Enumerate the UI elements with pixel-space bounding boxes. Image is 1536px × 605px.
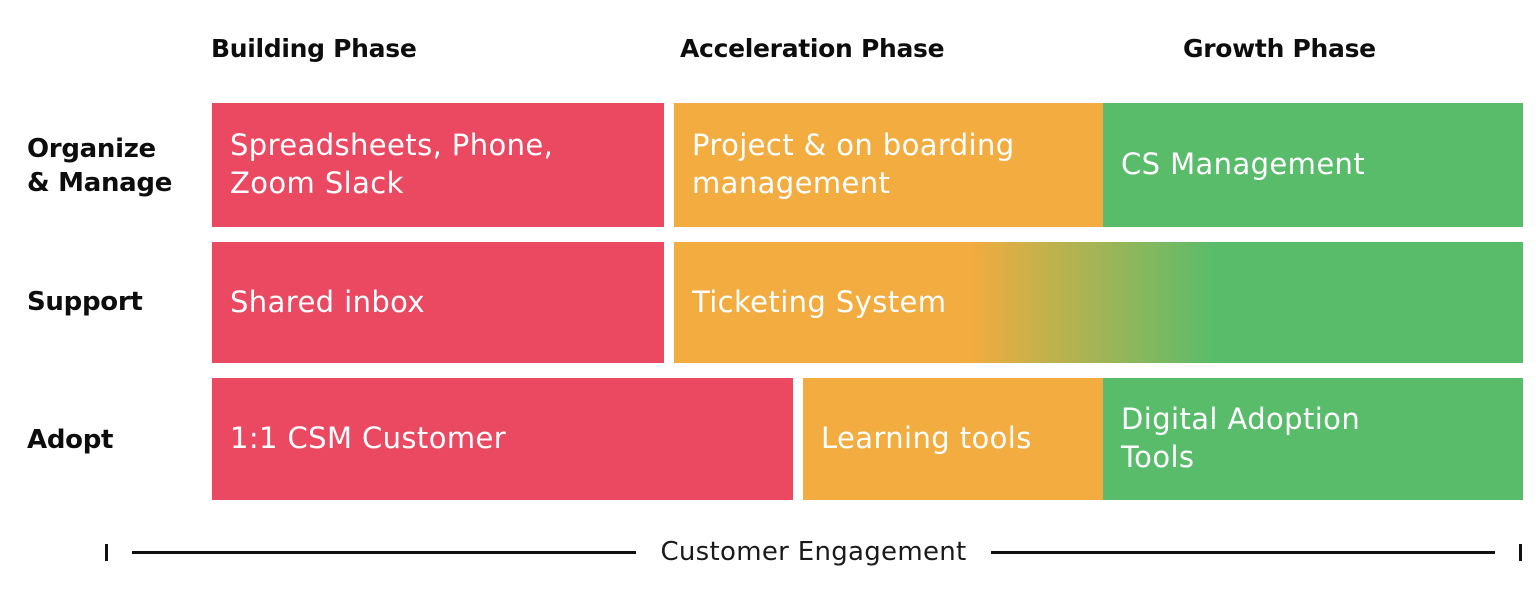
bar-adopt-acceleration: Learning tools xyxy=(803,378,1103,500)
bar-support-building: Shared inbox xyxy=(212,242,664,363)
axis-line-left xyxy=(132,550,637,554)
axis-tick-right xyxy=(1519,543,1523,561)
customer-engagement-axis: Customer Engagement xyxy=(105,536,1523,568)
bar-adopt-building: 1:1 CSM Customer xyxy=(212,378,793,500)
bar-adopt-growth: Digital Adoption Tools xyxy=(1103,378,1523,500)
bar-organize-growth: CS Management xyxy=(1103,103,1523,227)
phase-header-growth: Growth Phase xyxy=(1183,34,1376,63)
phase-header-acceleration: Acceleration Phase xyxy=(680,34,945,63)
axis-label: Customer Engagement xyxy=(660,537,967,567)
axis-tick-left xyxy=(105,543,108,561)
bar-label: 1:1 CSM Customer xyxy=(230,421,507,456)
row-label-organize-manage: Organize & Manage xyxy=(27,134,173,198)
bar-organize-building: Spreadsheets, Phone, Zoom Slack xyxy=(212,103,664,227)
axis-line-right xyxy=(990,550,1496,554)
bar-label: Learning tools xyxy=(821,421,1032,456)
bar-label: Spreadsheets, Phone, Zoom Slack xyxy=(230,128,554,200)
bar-label: Ticketing System xyxy=(692,284,947,319)
row-label-adopt: Adopt xyxy=(27,425,114,455)
bar-label: Project & on boarding management xyxy=(692,128,1015,200)
bar-support-acceleration-growth: Ticketing System xyxy=(674,242,1523,363)
bar-label: CS Management xyxy=(1121,147,1366,182)
bar-label: Digital Adoption Tools xyxy=(1121,402,1361,474)
row-label-support: Support xyxy=(27,287,143,317)
bar-label: Shared inbox xyxy=(230,284,425,319)
phase-header-building: Building Phase xyxy=(211,34,417,63)
bar-organize-acceleration: Project & on boarding management xyxy=(674,103,1103,227)
